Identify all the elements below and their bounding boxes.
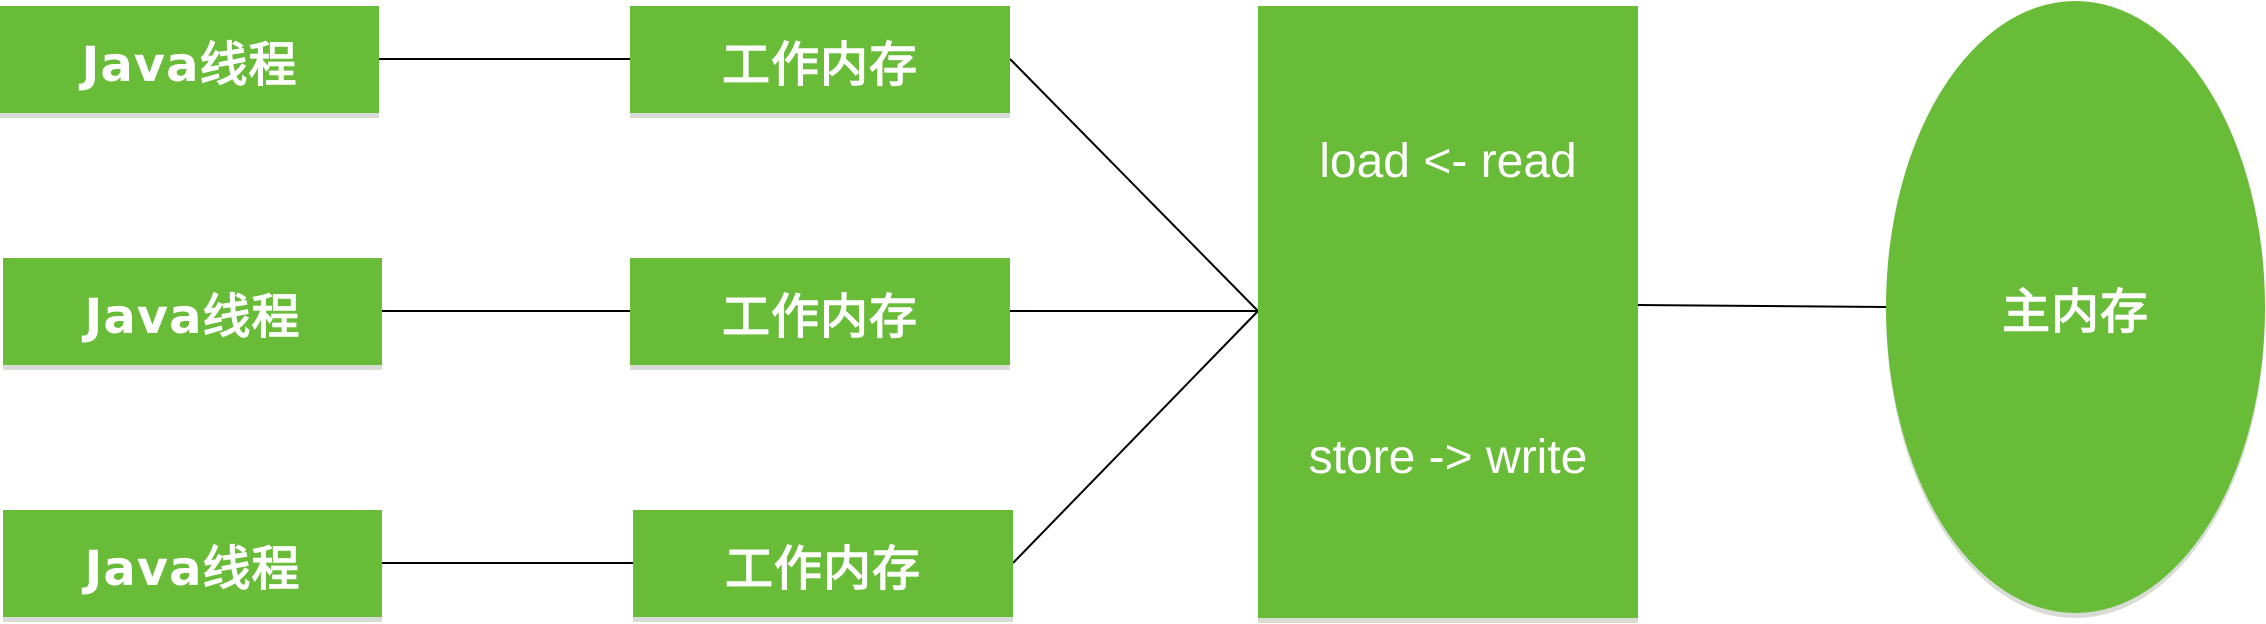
java-thread-2-label: Java线程 <box>84 288 301 345</box>
java-thread-2: Java线程 <box>3 258 382 365</box>
java-thread-3: Java线程 <box>3 510 382 617</box>
connector-memory1-hub <box>1009 58 1259 312</box>
java-thread-3-label: Java线程 <box>84 540 301 597</box>
load-store-hub: load <- read store -> write <box>1258 6 1638 618</box>
working-memory-3-label: 工作内存 <box>724 540 921 597</box>
connector-hub-main-memory <box>1637 304 1888 308</box>
working-memory-2-label: 工作内存 <box>721 288 918 345</box>
working-memory-1: 工作内存 <box>630 6 1010 113</box>
main-memory: 主内存 <box>1886 1 2265 613</box>
working-memory-2: 工作内存 <box>630 258 1010 365</box>
connector-memory3-hub <box>1012 310 1259 564</box>
java-thread-1: Java线程 <box>0 6 379 113</box>
hub-write-label: store -> write <box>1308 431 1588 484</box>
hub-read-label: load <- read <box>1319 135 1577 188</box>
main-memory-label: 主内存 <box>2001 284 2149 340</box>
working-memory-1-label: 工作内存 <box>721 36 918 93</box>
working-memory-3: 工作内存 <box>633 510 1013 617</box>
java-thread-1-label: Java线程 <box>81 36 298 93</box>
